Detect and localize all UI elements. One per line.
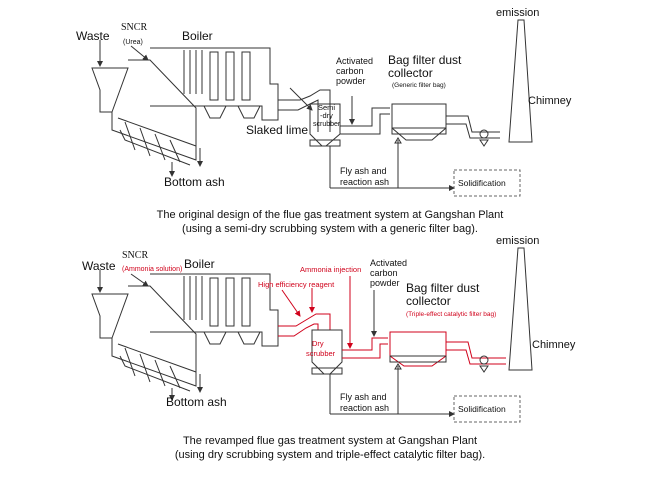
chimney-label: Chimney — [528, 95, 572, 107]
activated-carbon-label-2: carbon — [370, 268, 398, 278]
activated-carbon-label-3: powder — [336, 76, 366, 86]
waste-label: Waste — [76, 29, 110, 43]
semi-dry-scrubber — [289, 87, 341, 188]
scrubber-label-1: Dry — [312, 339, 324, 348]
duct-to-bag-filter — [340, 96, 390, 135]
sncr-sub-label: (Urea) — [123, 39, 143, 46]
scrubber-label-2: scrubber — [306, 349, 336, 358]
dry-scrubber — [311, 329, 343, 414]
solidification-box — [453, 395, 521, 423]
duct-to-bag-filter — [342, 276, 388, 359]
solidification-label: Solidification — [458, 404, 506, 414]
emission-label: emission — [496, 235, 539, 247]
bag-filter — [389, 331, 447, 386]
caption-top-line-1: The original design of the flue gas trea… — [157, 209, 504, 221]
bag-filter — [391, 103, 447, 160]
caption-top-line-2: (using a semi-dry scrubbing system with … — [182, 223, 478, 235]
scrubber-label-3: scrubber — [313, 121, 341, 128]
incinerator-furnace — [111, 59, 203, 177]
slaked-lime-label: Slaked lime — [246, 123, 308, 137]
scrubber-label-2: -dry — [320, 111, 333, 120]
boiler — [130, 273, 279, 347]
sncr-label: SNCR — [121, 22, 147, 33]
ammonia-injection-label: Ammonia injection — [300, 265, 361, 274]
solidification-box — [453, 169, 521, 197]
fly-ash-label-2: reaction ash — [340, 177, 389, 187]
chimney-label: Chimney — [532, 339, 576, 351]
caption-bottom-line-1: The revamped flue gas treatment system a… — [183, 435, 477, 447]
fly-ash-label-2: reaction ash — [340, 403, 389, 413]
bag-filter-label-2: collector — [388, 66, 433, 80]
fly-ash-label-1: Fly ash and — [340, 392, 387, 402]
activated-carbon-label-1: Activated — [336, 56, 373, 66]
fly-ash-label-1: Fly ash and — [340, 166, 387, 176]
original-system-diagram: Waste SNCR (Urea) Boiler Activated carbo… — [76, 7, 572, 235]
bag-filter-label-1: Bag filter dust — [388, 53, 462, 67]
ash-lines — [330, 160, 455, 191]
caption-bottom-line-2: (using dry scrubbing system and triple-e… — [175, 449, 485, 461]
duct-to-dry-scrubber — [278, 288, 331, 337]
sncr-sub-label: (Ammonia solution) — [122, 266, 182, 273]
duct-to-chimney — [446, 115, 500, 147]
bag-filter-label-1: Bag filter dust — [406, 281, 480, 295]
activated-carbon-label-1: Activated — [370, 258, 407, 268]
waste-hopper — [91, 270, 129, 339]
duct-to-chimney — [446, 341, 506, 373]
revamped-system-diagram: Waste SNCR (Ammonia solution) Boiler Amm… — [82, 235, 576, 461]
high-efficiency-reagent-label: High efficiency reagent — [258, 280, 335, 289]
bottom-ash-label: Bottom ash — [164, 175, 225, 189]
emission-label: emission — [496, 7, 539, 19]
bottom-ash-label: Bottom ash — [166, 395, 227, 409]
bag-filter-sub-label: (Generic filter bag) — [392, 82, 446, 89]
waste-hopper — [91, 40, 129, 113]
waste-label: Waste — [82, 259, 116, 273]
activated-carbon-label-2: carbon — [336, 66, 364, 76]
chimney — [508, 247, 533, 371]
sncr-label: SNCR — [122, 250, 148, 261]
chimney — [508, 19, 533, 143]
ash-lines — [330, 386, 455, 417]
activated-carbon-label-3: powder — [370, 278, 400, 288]
bag-filter-label-2: collector — [406, 294, 451, 308]
boiler-label: Boiler — [182, 29, 213, 43]
bag-filter-sub-label: (Triple-effect catalytic filter bag) — [406, 311, 496, 318]
scrubber-label-1: Semi — [318, 103, 335, 112]
boiler-label: Boiler — [184, 257, 215, 271]
solidification-label: Solidification — [458, 178, 506, 188]
boiler — [130, 45, 279, 121]
